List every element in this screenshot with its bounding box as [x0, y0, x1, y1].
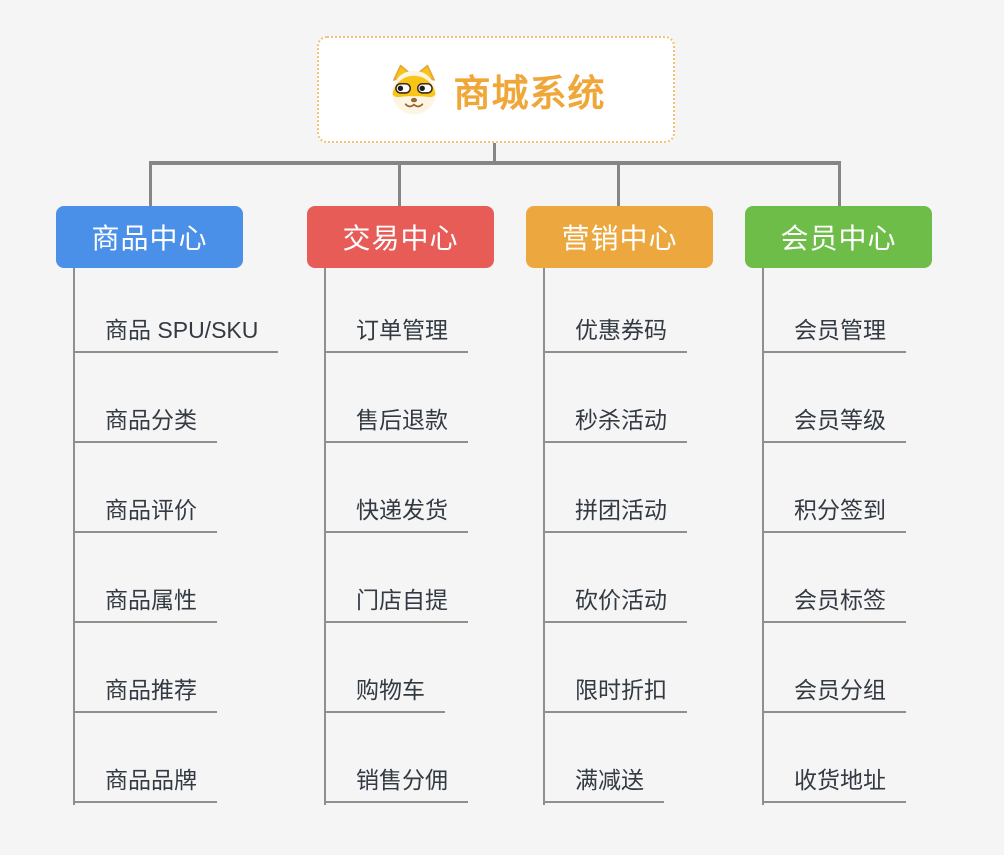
leaf-item[interactable]: 门店自提 [324, 585, 468, 623]
leaf-item[interactable]: 收货地址 [762, 765, 906, 803]
leaf-item[interactable]: 秒杀活动 [543, 405, 687, 443]
root-title: 商城系统 [453, 72, 606, 114]
branch-node-marketing-center[interactable]: 营销中心 [526, 206, 713, 268]
leaf-item[interactable]: 快递发货 [324, 495, 468, 533]
leaf-item[interactable]: 商品评价 [73, 495, 217, 533]
branch-label-product-center: 商品中心 [91, 223, 208, 254]
trunk-line-marketing-center [543, 268, 545, 805]
branch-node-trade-center[interactable]: 交易中心 [307, 206, 494, 268]
leaf-item[interactable]: 销售分佣 [324, 765, 468, 803]
leaf-list-member-center: 会员管理会员等级积分签到会员标签会员分组收货地址 [762, 315, 906, 855]
dog-face-icon [391, 64, 436, 114]
leaf-item[interactable]: 订单管理 [324, 315, 468, 353]
leaf-item[interactable]: 会员等级 [762, 405, 906, 443]
leaf-item[interactable]: 满减送 [543, 765, 664, 803]
leaf-item[interactable]: 会员标签 [762, 585, 906, 623]
leaf-item[interactable]: 拼团活动 [543, 495, 687, 533]
branch-label-trade-center: 交易中心 [342, 223, 459, 254]
trunk-line-trade-center [324, 268, 326, 805]
leaf-item[interactable]: 购物车 [324, 675, 445, 713]
drop-line-member-center [838, 165, 841, 206]
leaf-item[interactable]: 会员分组 [762, 675, 906, 713]
leaf-item[interactable]: 商品 SPU/SKU [73, 315, 279, 353]
root-connector-line [493, 143, 496, 162]
leaf-item[interactable]: 会员管理 [762, 315, 906, 353]
trunk-line-product-center [73, 268, 75, 805]
leaf-list-marketing-center: 优惠券码秒杀活动拼团活动砍价活动限时折扣满减送 [543, 315, 687, 855]
drop-line-trade-center [398, 165, 401, 206]
leaf-item[interactable]: 商品分类 [73, 405, 217, 443]
leaf-item[interactable]: 商品推荐 [73, 675, 217, 713]
root-node[interactable]: 商城系统 [317, 36, 675, 143]
branch-node-member-center[interactable]: 会员中心 [745, 206, 932, 268]
leaf-list-product-center: 商品 SPU/SKU 商品分类商品评价商品属性商品推荐商品品牌 [73, 315, 279, 855]
leaf-item[interactable]: 售后退款 [324, 405, 468, 443]
leaf-item[interactable]: 优惠券码 [543, 315, 687, 353]
leaf-item[interactable]: 砍价活动 [543, 585, 687, 623]
leaf-item[interactable]: 积分签到 [762, 495, 906, 533]
drop-line-marketing-center [617, 165, 620, 206]
leaf-item[interactable]: 商品属性 [73, 585, 217, 623]
leaf-item[interactable]: 限时折扣 [543, 675, 687, 713]
leaf-list-trade-center: 订单管理售后退款快递发货门店自提购物车销售分佣 [324, 315, 468, 855]
branch-label-marketing-center: 营销中心 [561, 223, 678, 254]
drop-line-product-center [149, 165, 152, 206]
leaf-item[interactable]: 商品品牌 [73, 765, 217, 803]
branch-connector-bar [149, 161, 841, 165]
trunk-line-member-center [762, 268, 764, 805]
branch-label-member-center: 会员中心 [780, 223, 897, 254]
branch-node-product-center[interactable]: 商品中心 [56, 206, 243, 268]
